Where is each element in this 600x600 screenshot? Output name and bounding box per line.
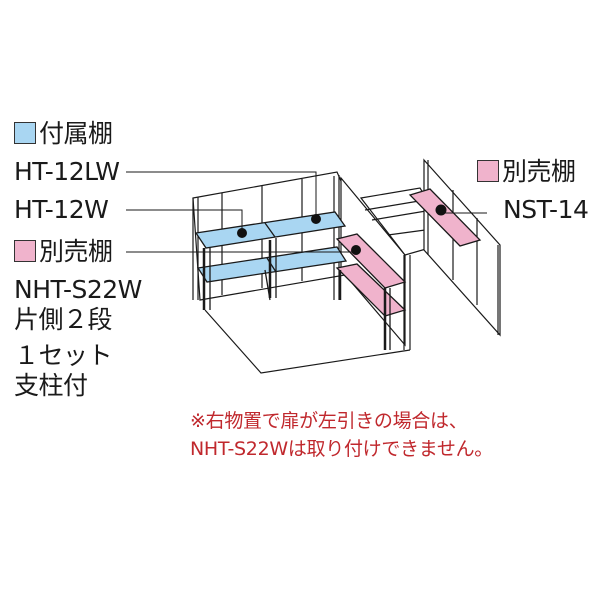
legend-included-title: 付属棚: [14, 120, 113, 148]
right-door-panel: [423, 158, 501, 337]
detail-line: 支柱付: [14, 371, 88, 400]
model-ht-12lw: HT-12LW: [14, 157, 120, 186]
model-nht-s22w: NHT-S22W: [14, 275, 142, 304]
optional-swatch-icon: [477, 160, 499, 182]
model-nst-14: NST-14: [503, 195, 589, 224]
leader-dots: [237, 204, 447, 255]
detail-line: 片側２段: [14, 305, 113, 334]
included-shelves: [194, 211, 348, 310]
optional-swatch-icon: [14, 240, 36, 262]
legend-optional-title: 別売棚: [14, 238, 113, 266]
included-swatch-icon: [14, 122, 36, 144]
note-line-2: NHT-S22Wは取り付けできません。: [190, 438, 493, 460]
floor-outline: [204, 309, 411, 374]
model-ht-12w: HT-12W: [14, 195, 109, 224]
note-line-1: ※右物置で扉が左引きの場合は、: [190, 410, 468, 432]
optional-shelf-nst: [408, 188, 482, 247]
legend-right-title: 別売棚: [477, 158, 576, 186]
detail-line: １セット: [14, 341, 113, 370]
leader-lines: [126, 171, 487, 253]
